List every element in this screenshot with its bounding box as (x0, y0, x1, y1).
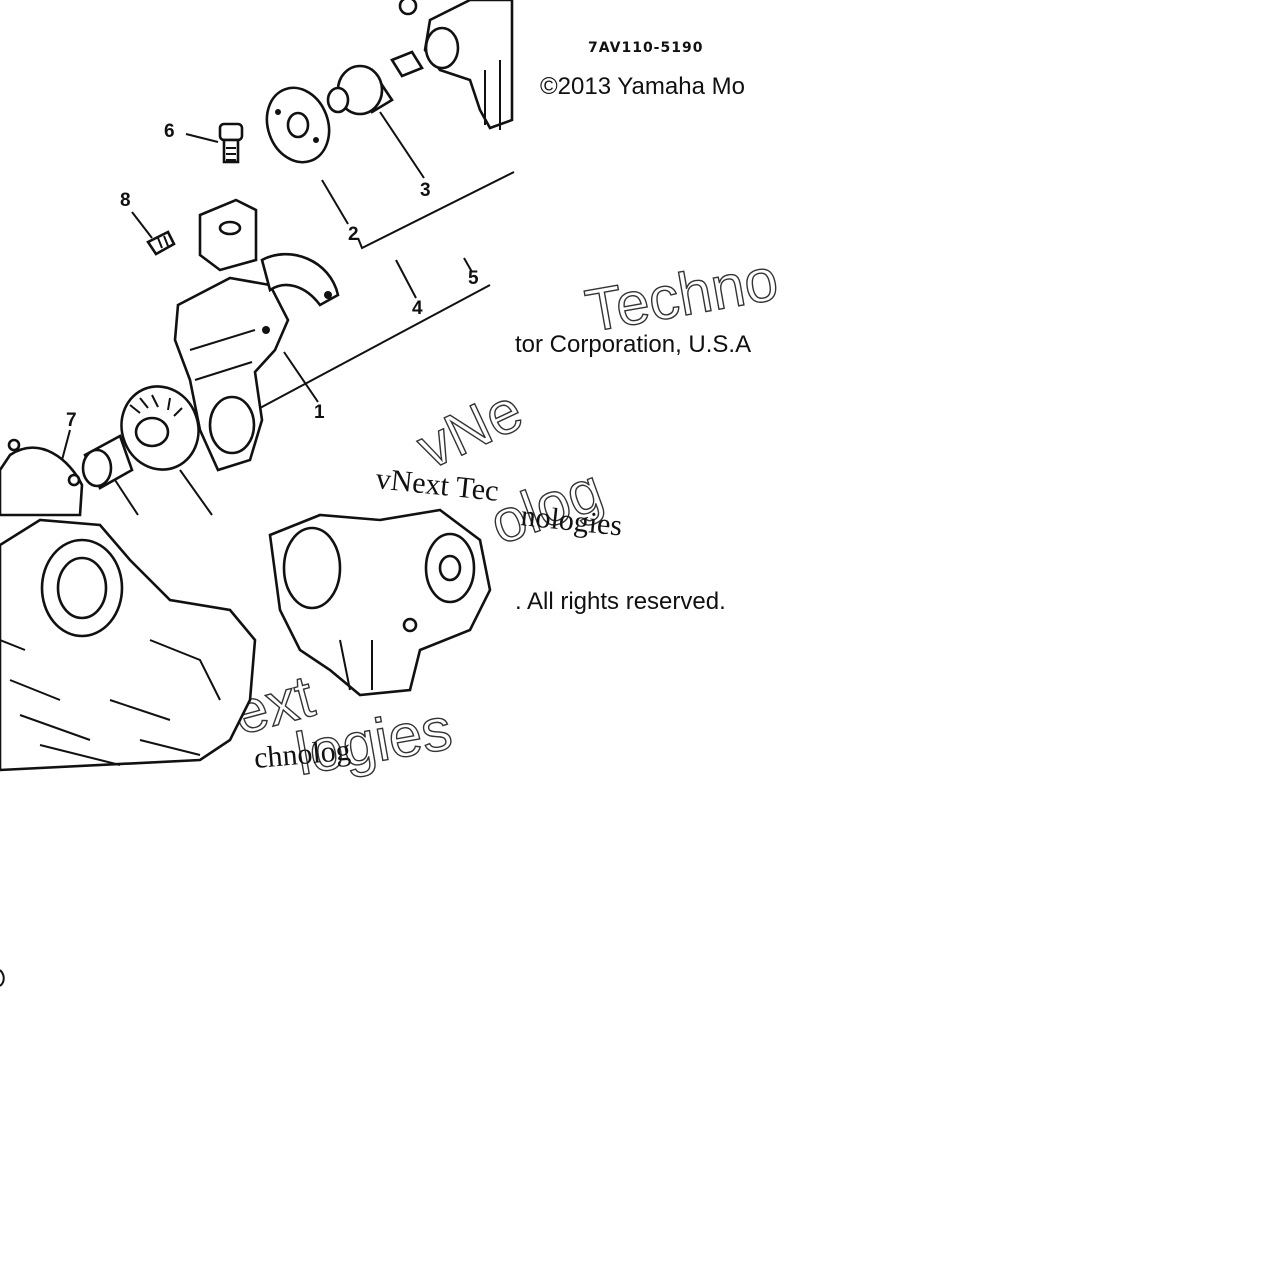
seal (81, 434, 134, 490)
copyright-line-2: tor Corporation, U.S.A (515, 331, 751, 358)
watermark-serif-line-1: vNext Tec (374, 462, 500, 508)
callout-6: 6 (164, 121, 175, 142)
fitting-part-6 (218, 122, 244, 164)
watermark-outline-top: Techno (581, 245, 783, 345)
pump-housing-top (398, 0, 514, 130)
pump-housing-lower (268, 508, 492, 697)
callout-4: 4 (412, 298, 423, 319)
edge-mark (0, 969, 5, 987)
callout-2: 2 (348, 224, 359, 245)
callout-5: 5 (468, 268, 479, 289)
callout-8: 8 (120, 190, 131, 211)
shaft-bearing (326, 50, 424, 116)
diagram-code: 7AV110-5190 (588, 40, 703, 56)
watermark-outline-mid: vNe (407, 376, 532, 482)
bolt-part-8 (146, 230, 176, 256)
cylinder-housing (173, 198, 340, 472)
callout-1: 1 (314, 402, 325, 423)
flange-plate (265, 86, 331, 164)
callout-3: 3 (420, 180, 431, 201)
gasket-part-7 (0, 438, 84, 517)
copyright-line-1: ©2013 Yamaha Mo (540, 73, 745, 100)
leader-lines (61, 111, 515, 516)
copyright-line-3: . All rights reserved. (515, 588, 726, 615)
engine-block-lower-left (0, 518, 257, 772)
callout-7: 7 (66, 410, 77, 431)
impeller (120, 385, 200, 471)
